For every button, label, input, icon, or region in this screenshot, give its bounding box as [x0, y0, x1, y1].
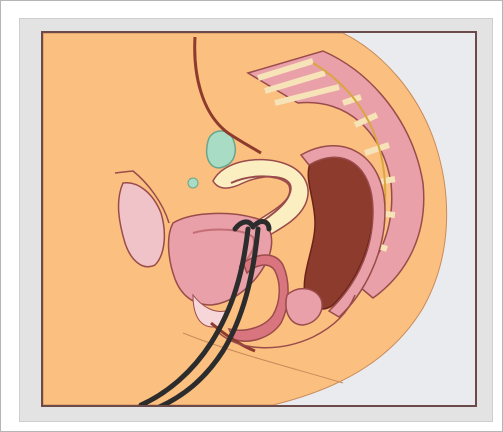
ovary-small [188, 178, 198, 188]
anatomy-illustration [43, 33, 475, 405]
image-inner-border [41, 31, 477, 407]
